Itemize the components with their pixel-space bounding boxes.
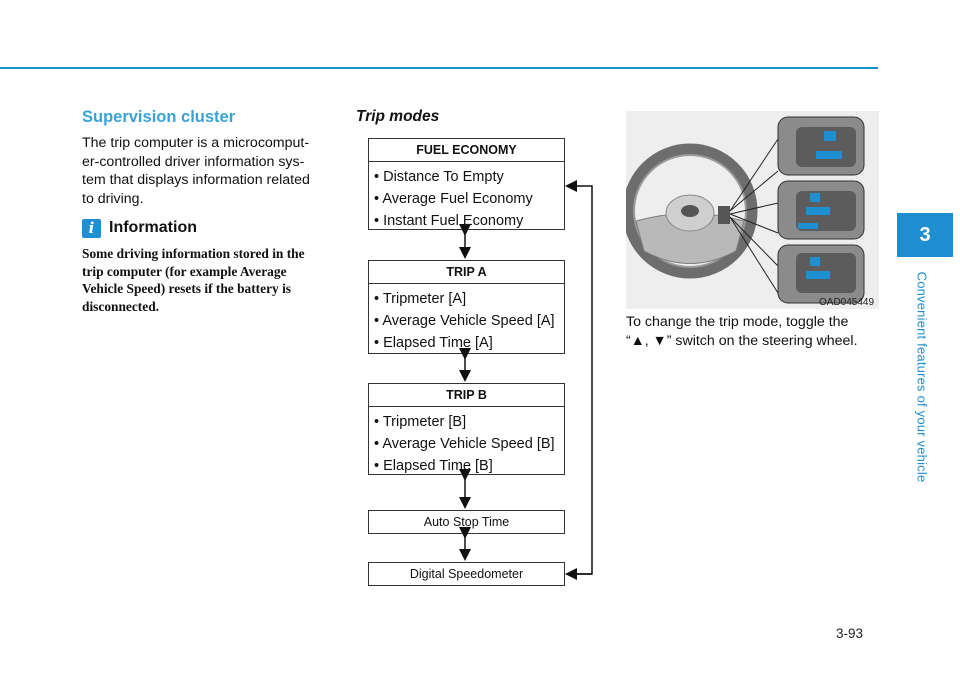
chapter-label: Convenient features of your vehicle xyxy=(898,262,946,492)
box-item: Distance To Empty xyxy=(374,166,564,188)
intro-line: to driving. xyxy=(82,190,144,207)
box-item: Instant Fuel Economy xyxy=(374,210,564,232)
info-line: Vehicle Speed) resets if the battery is xyxy=(82,281,292,296)
trip-modes-title: Trip modes xyxy=(356,108,440,125)
info-line: trip computer (for example Average xyxy=(82,263,287,279)
trip-a-box: TRIP A Tripmeter [A] Average Vehicle Spe… xyxy=(368,260,565,354)
box-item: Average Vehicle Speed [B] xyxy=(374,433,564,455)
info-icon: i xyxy=(82,219,101,238)
box-header: TRIP A xyxy=(369,261,564,284)
intro-line: The trip computer is a microcomput- xyxy=(82,135,310,151)
trip-b-box: TRIP B Tripmeter [B] Average Vehicle Spe… xyxy=(368,383,565,475)
info-line: Some driving information stored in the xyxy=(82,246,305,261)
digital-speedometer-box: Digital Speedometer xyxy=(368,562,565,586)
info-title: Information xyxy=(109,219,197,236)
header-rule xyxy=(0,67,878,69)
box-list: Tripmeter [A] Average Vehicle Speed [A] … xyxy=(369,284,564,354)
figure-caption: To change the trip mode, toggle the “▲, … xyxy=(626,313,879,350)
loop-arrow xyxy=(565,180,593,575)
callout-lines xyxy=(729,138,779,294)
auto-stop-time-box: Auto Stop Time xyxy=(368,510,565,534)
box-header: TRIP B xyxy=(369,384,564,407)
box-list: Distance To Empty Average Fuel Economy I… xyxy=(369,162,564,232)
box-item: Elapsed Time [A] xyxy=(374,332,564,354)
chapter-tab: 3 xyxy=(897,213,953,257)
box-item: Average Vehicle Speed [A] xyxy=(374,310,564,332)
steering-wheel-illustration: OAD045449 xyxy=(626,111,879,309)
intro-line: tem that displays information related xyxy=(82,172,310,188)
intro-paragraph: The trip computer is a microcomput- er-c… xyxy=(82,134,335,208)
figure-code: OAD045449 xyxy=(819,297,874,308)
switch-detail-2 xyxy=(777,180,865,240)
fuel-economy-box: FUEL ECONOMY Distance To Empty Average F… xyxy=(368,138,565,230)
chapter-label-text: Convenient features of your vehicle xyxy=(914,271,930,483)
box-item: Tripmeter [B] xyxy=(374,411,564,433)
switch-detail-3 xyxy=(777,244,865,304)
box-header: FUEL ECONOMY xyxy=(369,139,564,162)
box-item: Elapsed Time [B] xyxy=(374,455,564,477)
info-body: Some driving information stored in the t… xyxy=(82,245,334,315)
page-number: 3-93 xyxy=(836,626,864,641)
section-title: Supervision cluster xyxy=(82,108,236,126)
box-item: Average Fuel Economy xyxy=(374,188,564,210)
box-item: Tripmeter [A] xyxy=(374,288,564,310)
info-line: disconnected. xyxy=(82,298,159,314)
switch-detail-1 xyxy=(777,116,865,176)
box-list: Tripmeter [B] Average Vehicle Speed [B] … xyxy=(369,407,564,477)
intro-line: er-controlled driver information sys- xyxy=(82,153,305,170)
steering-wheel-icon xyxy=(626,143,758,279)
caption-line: “▲, ▼” switch on the steering wheel. xyxy=(626,332,858,349)
caption-line: To change the trip mode, toggle the xyxy=(626,314,849,330)
